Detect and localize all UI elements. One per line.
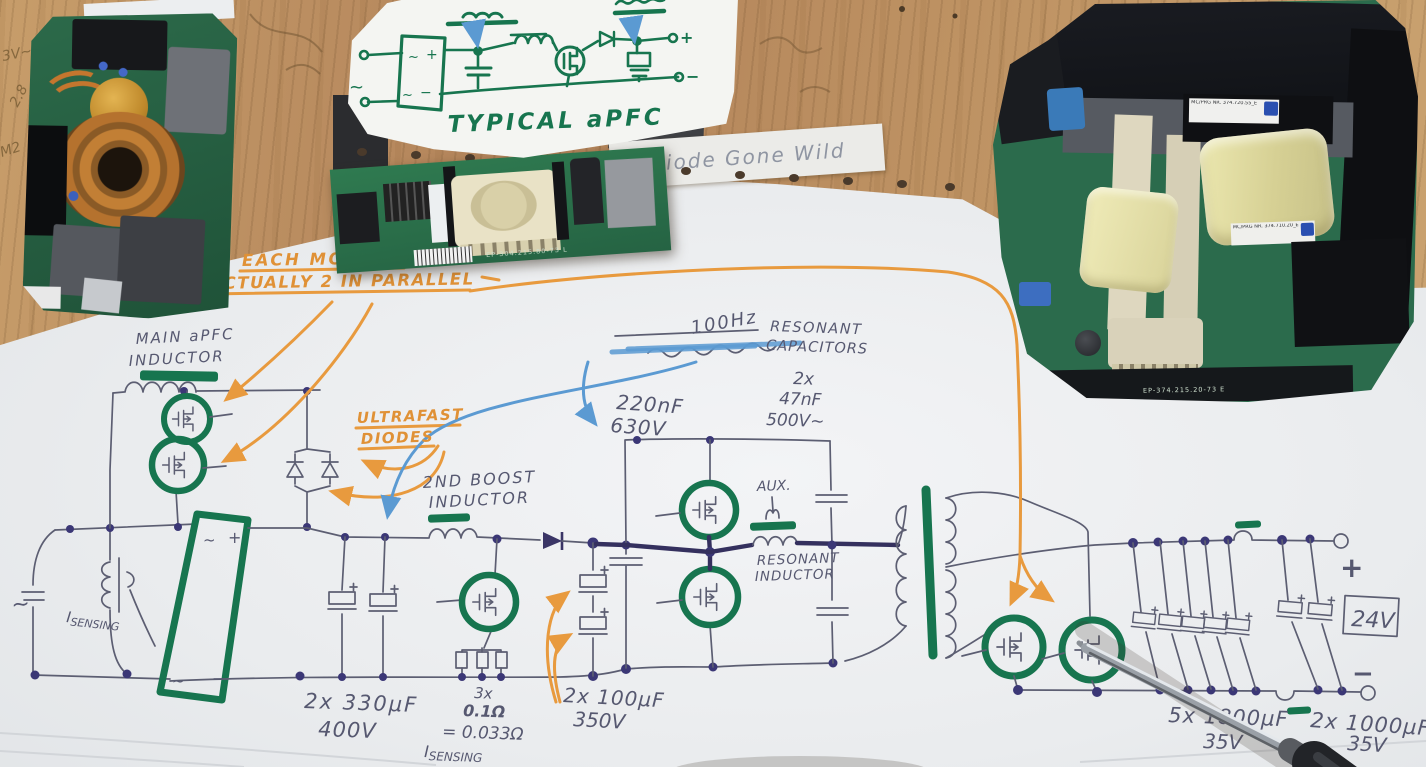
trimmer-pot — [1019, 282, 1051, 306]
output-minus: − — [1352, 659, 1374, 689]
mini-bridge-ac: ~ — [408, 50, 419, 65]
value-630V: 630V — [610, 413, 668, 441]
value-0p1ohm: 0.1Ω — [463, 701, 506, 721]
resonant-tank — [593, 440, 901, 664]
label-resonant-caps: RESONANT — [770, 319, 863, 338]
bridge-ac-mark-2: ~ — [172, 672, 185, 690]
value-100uF: 2x 100μF — [563, 683, 665, 712]
label-resonant-ind-2: INDUCTOR — [755, 566, 836, 585]
value-330uF: 2x 330μF — [304, 689, 419, 717]
sync-rectifier-mosfets — [961, 614, 1126, 693]
output-section — [1013, 520, 1400, 715]
disassembled-psu: MC/PRG NR. 374.720.55_E MC/PRG NR. 374.7… — [993, 0, 1418, 402]
typical-apfc-paper: ~ ~ + ~ − + − TYPICAL aPFC — [348, 0, 738, 158]
boost-section — [247, 513, 599, 678]
mini-bridge-ac2: ~ — [402, 88, 413, 103]
caps-100uF-branch — [578, 542, 609, 677]
paper-edges — [0, 732, 1426, 767]
output-plus: + — [1340, 551, 1363, 584]
mini-bridge-minus: − — [420, 85, 432, 101]
label-aux: AUX. — [756, 478, 791, 495]
bridge-ac-mark: ~ — [203, 531, 216, 549]
bridge-rectifier — [156, 510, 252, 704]
note-each-mosfet-2: ACTUALLY 2 IN PARALLEL — [208, 269, 475, 293]
symbol-ac-input: ~ — [10, 591, 31, 618]
value-220nF: 220nF — [616, 390, 685, 419]
label-main-inductor: MAIN aPFC — [135, 325, 235, 348]
label-isensing: ISENSING — [424, 742, 483, 765]
orange-annotations — [206, 265, 1055, 704]
label-resonant-caps-2: CAPACITORS — [766, 338, 868, 358]
mini-out-minus: − — [686, 67, 699, 86]
value-24V: 24V — [1351, 607, 1397, 634]
screwdriver-shaft — [1081, 643, 1303, 760]
label-ultrafast-2: DIODES — [361, 427, 435, 448]
bridge-plus-mark: + — [228, 528, 241, 547]
bulk-capacitors — [327, 536, 399, 678]
mini-out-plus: + — [680, 28, 693, 47]
value-500V: 500V~ — [766, 410, 825, 432]
value-350V: 350V — [573, 707, 627, 734]
mini-ac-symbol: ~ — [349, 77, 364, 98]
value-35V-2: 35V — [1347, 731, 1389, 757]
blue-annotations — [380, 329, 803, 520]
electrolytic-cap — [1075, 330, 1101, 356]
value-2x: 2x — [793, 369, 816, 390]
bridge-minus-mark: − — [212, 669, 225, 688]
half-bridge — [655, 439, 742, 668]
label-ultrafast: ULTRAFAST — [357, 405, 465, 427]
value-0p033ohm: = 0.033Ω — [442, 722, 524, 745]
value-35V: 35V — [1203, 729, 1244, 754]
mini-bridge-plus: + — [426, 47, 438, 63]
pfc-mosfet-branch — [112, 370, 321, 531]
label-main-inductor-2: INDUCTOR — [128, 347, 225, 370]
value-47nF: 47nF — [779, 389, 822, 410]
label-isensing-input: ISENSING — [65, 608, 120, 633]
value-3x: 3x — [474, 684, 493, 703]
value-400V: 400V — [318, 717, 378, 743]
ac-input-section — [21, 392, 198, 680]
label-resonant-ind: RESONANT — [757, 550, 841, 569]
typical-apfc-sketch: ~ ~ + ~ − + − TYPICAL aPFC — [349, 0, 699, 138]
